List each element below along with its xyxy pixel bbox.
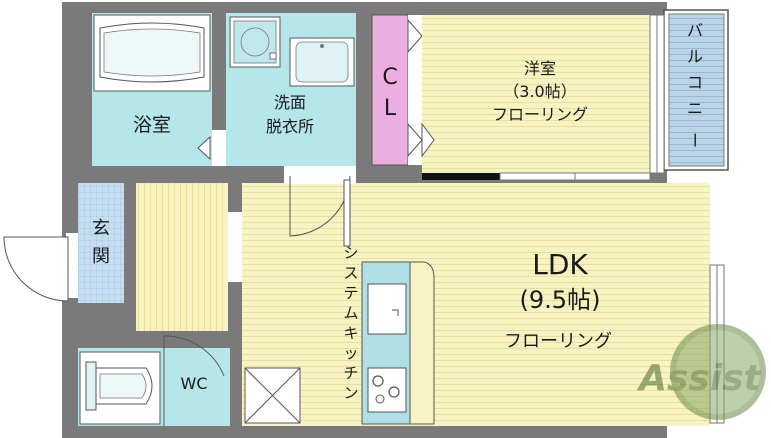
balcony-char: バ: [687, 21, 703, 40]
western-floor: フローリング: [492, 105, 588, 124]
balcony-char: コ: [687, 73, 703, 92]
washroom-label-2: 脱衣所: [266, 117, 314, 136]
wc-door-swing: [163, 335, 225, 377]
washroom-label-1: 洗面: [274, 93, 306, 112]
closet-label-2: L: [384, 96, 397, 121]
entrance-char: 関: [92, 246, 110, 267]
entrance-char: 玄: [92, 218, 110, 239]
washroom: [226, 13, 356, 166]
kitchen-char: ッ: [343, 344, 358, 362]
kitchen-char: キ: [343, 324, 358, 342]
ldk-name: LDK: [532, 248, 588, 281]
kitchen-sink: [367, 283, 407, 335]
ldk-size: (9.5帖): [520, 286, 601, 314]
bath-label: 浴室: [133, 114, 171, 136]
kitchen-char: ム: [343, 304, 358, 322]
kitchen-char: ン: [343, 384, 358, 402]
hallway: [136, 183, 228, 331]
western-size: （3.0帖）: [503, 82, 576, 101]
kitchen-label: シ ス テ ム キ ッ チ ン: [343, 244, 358, 402]
kitchen-char: チ: [343, 364, 358, 382]
western-room: [421, 14, 665, 181]
balcony-char: ル: [687, 47, 703, 66]
closet: [371, 14, 423, 166]
western-name: 洋室: [524, 59, 556, 78]
kitchen-char: ス: [343, 264, 358, 282]
system-kitchen: [361, 261, 435, 425]
entrance-door: [3, 236, 69, 302]
ldk: [242, 166, 725, 426]
entrance-label: 玄 関: [92, 218, 110, 267]
balcony: [663, 9, 729, 171]
ldk-floor: フローリング: [504, 331, 612, 352]
balcony-char: ニ: [687, 99, 703, 118]
kitchen-char: シ: [343, 244, 358, 262]
balcony-char: ー: [685, 132, 704, 148]
watermark-text: Assist: [636, 358, 762, 399]
balcony-label: バ ル コ ニ ー: [685, 21, 704, 148]
assist-logo-watermark: Assist: [636, 324, 766, 420]
wc: [78, 335, 230, 426]
kitchen-char: テ: [343, 284, 358, 302]
entrance: [3, 183, 124, 303]
bathroom: [92, 13, 212, 166]
stove: [367, 367, 407, 413]
wc-label: WC: [181, 374, 208, 393]
closet-label-1: C: [382, 65, 397, 90]
